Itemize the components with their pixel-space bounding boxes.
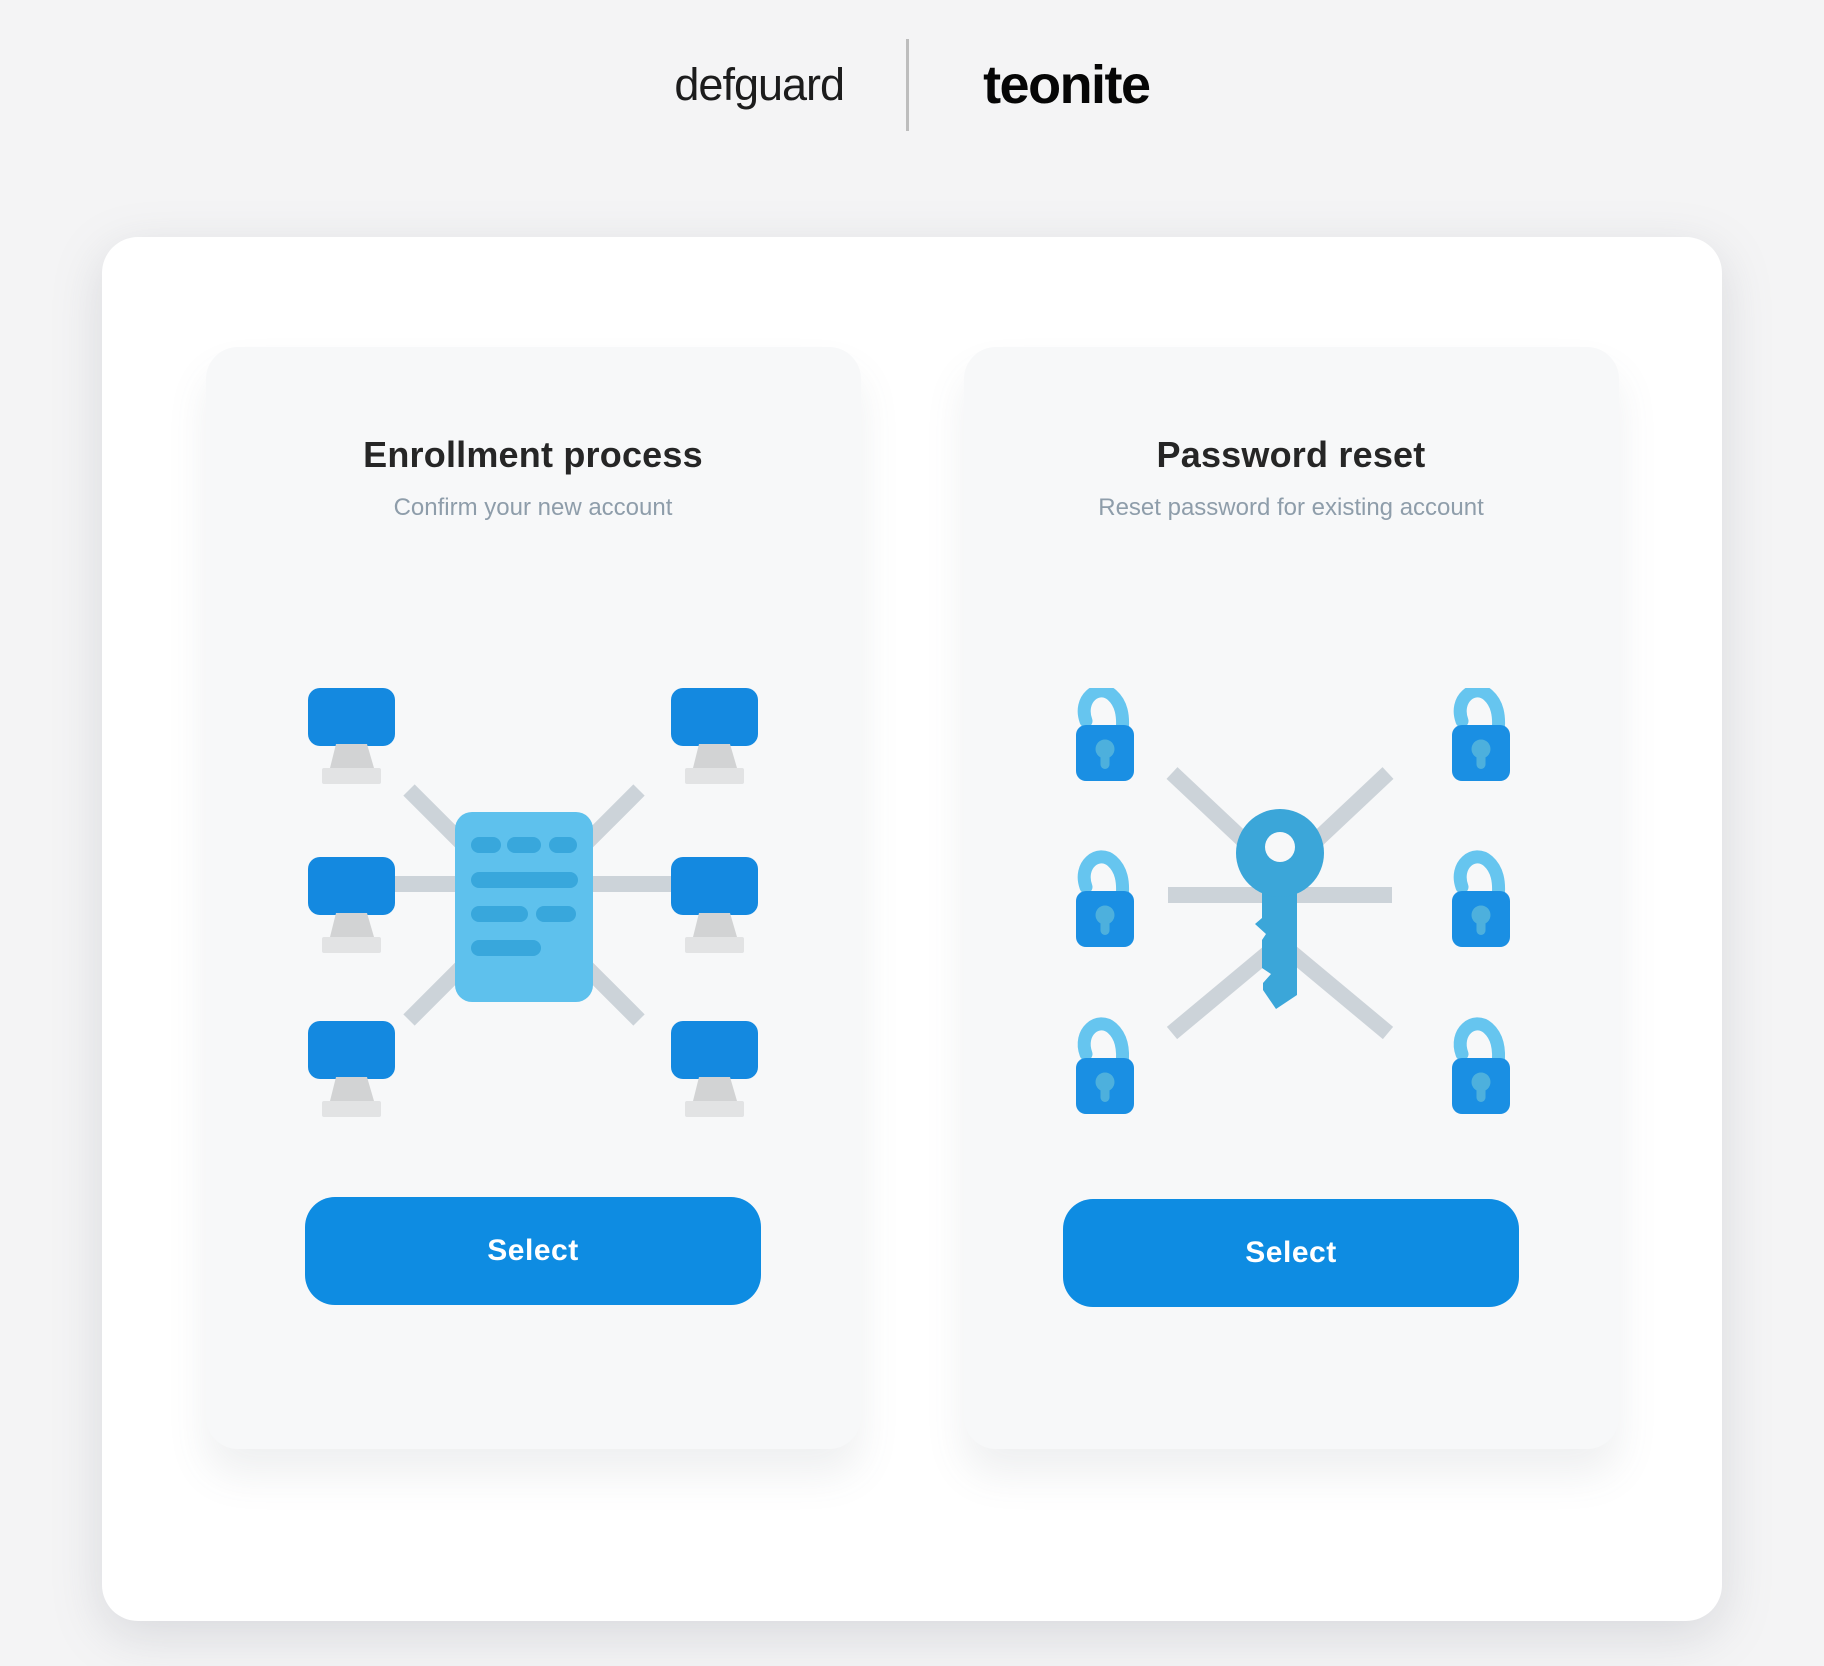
card-subtitle: Confirm your new account [393,494,673,521]
document-icon [455,812,593,1002]
cards-row: Enrollment process Confirm your new acco… [102,237,1722,1449]
enrollment-illustration [308,688,758,1117]
header: defguard teonite [0,0,1824,170]
card-title: Password reset [1156,434,1426,475]
logo-divider [906,39,910,131]
defguard-logo: defguard [674,59,845,110]
enrollment-select-button[interactable]: Select [305,1197,761,1305]
card-password-reset[interactable]: Password reset Reset password for existi… [963,347,1619,1449]
password-reset-illustration [1064,688,1519,1120]
teonite-logo: teonite [983,55,1151,115]
main-panel: Enrollment process Confirm your new acco… [102,237,1722,1621]
password-reset-select-button[interactable]: Select [1063,1199,1519,1307]
card-subtitle: Reset password for existing account [1098,494,1484,521]
card-title: Enrollment process [363,434,703,475]
card-enrollment[interactable]: Enrollment process Confirm your new acco… [205,347,861,1449]
key-icon [1235,809,1324,1009]
